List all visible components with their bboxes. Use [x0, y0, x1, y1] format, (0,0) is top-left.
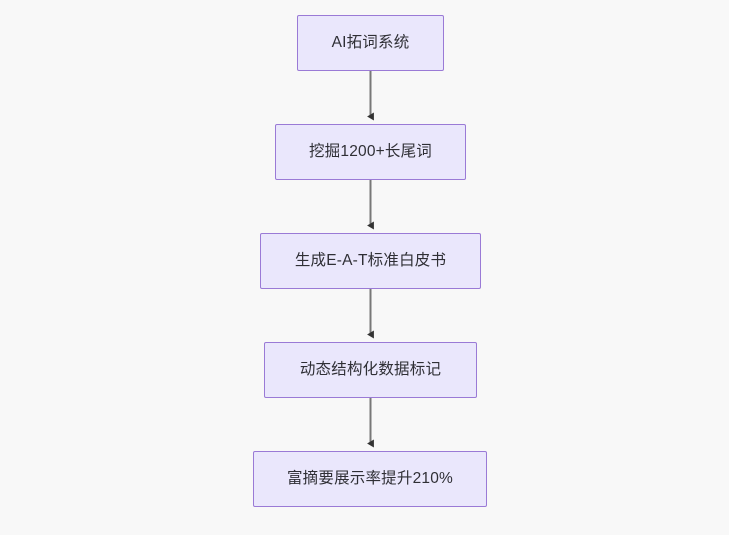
node-label: 动态结构化数据标记	[299, 360, 442, 378]
flowchart-node-dynamic-structured-data-markup[interactable]: 动态结构化数据标记	[264, 342, 477, 398]
flowchart-node-ai-keyword-system[interactable]: AI拓词系统	[297, 15, 444, 71]
flowchart-node-generate-eat-whitepaper[interactable]: 生成E-A-T标准白皮书	[260, 233, 481, 289]
flowchart-node-mine-longtail-keywords[interactable]: 挖掘1200+长尾词	[275, 124, 466, 180]
node-label: 挖掘1200+长尾词	[308, 142, 433, 160]
flowchart-node-rich-snippet-uplift[interactable]: 富摘要展示率提升210%	[253, 451, 487, 507]
node-label: 富摘要展示率提升210%	[286, 469, 454, 487]
node-label: AI拓词系统	[331, 33, 410, 51]
node-label: 生成E-A-T标准白皮书	[294, 251, 447, 269]
